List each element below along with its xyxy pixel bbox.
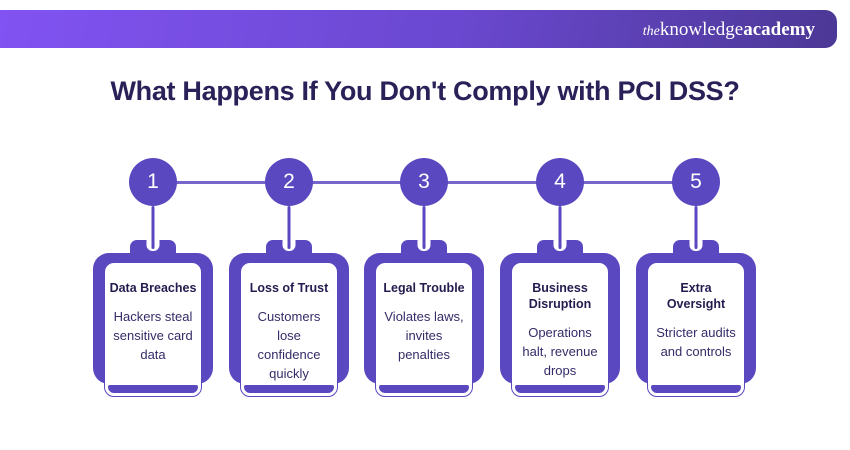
paper-bottom-bar xyxy=(379,385,469,393)
card-description: Hackers steal sensitive card data xyxy=(113,309,193,362)
paper-bottom-bar xyxy=(651,385,741,393)
stem-line xyxy=(422,206,426,249)
stem-line xyxy=(287,206,291,249)
paper-bottom-bar xyxy=(244,385,334,393)
step-number-circle: 2 xyxy=(265,158,313,206)
clipboard-paper: Data Breaches Hackers steal sensitive ca… xyxy=(104,262,202,397)
step-item-loss-of-trust: 2 Loss of Trust Customers lose confidenc… xyxy=(221,158,357,408)
step-item-business-disruption: 4 Business Disruption Operations halt, r… xyxy=(492,158,628,408)
logo-academy: academy xyxy=(743,18,815,40)
clipboard-paper: Loss of Trust Customers lose confidence … xyxy=(240,262,338,397)
card-description: Violates laws, invites penalties xyxy=(384,309,464,362)
paper-bottom-bar xyxy=(108,385,198,393)
step-item-legal-trouble: 3 Legal Trouble Violates laws, invites p… xyxy=(356,158,492,408)
card-title: Loss of Trust xyxy=(249,281,329,295)
stem-line xyxy=(151,206,155,249)
paper-bottom-bar xyxy=(515,385,605,393)
step-number-circle: 4 xyxy=(536,158,584,206)
clipboard-paper: Legal Trouble Violates laws, invites pen… xyxy=(375,262,473,397)
logo-the: the xyxy=(642,23,660,39)
card-title: Business Disruption xyxy=(528,281,592,311)
brand-logo: theknowledgeacademy xyxy=(643,20,815,39)
card-description: Operations halt, revenue drops xyxy=(522,325,598,378)
card-title: Data Breaches xyxy=(109,281,197,295)
step-item-extra-oversight: 5 Extra Oversight Stricter audits and co… xyxy=(628,158,764,408)
header-bar: theknowledgeacademy xyxy=(0,10,837,48)
clipboard-paper: Business Disruption Operations halt, rev… xyxy=(511,262,609,397)
card-description: Customers lose confidence quickly xyxy=(257,309,321,381)
step-number-circle: 3 xyxy=(400,158,448,206)
card-title: Extra Oversight xyxy=(666,281,726,311)
step-item-data-breaches: 1 Data Breaches Hackers steal sensitive … xyxy=(85,158,221,408)
clipboard-paper: Extra Oversight Stricter audits and cont… xyxy=(647,262,745,397)
stem-line xyxy=(558,206,562,249)
step-number-circle: 5 xyxy=(672,158,720,206)
card-description: Stricter audits and controls xyxy=(656,325,736,359)
card-title: Legal Trouble xyxy=(383,281,465,295)
page-title: What Happens If You Don't Comply with PC… xyxy=(110,76,740,106)
logo-knowledge: knowledge xyxy=(659,18,744,40)
stem-line xyxy=(694,206,698,249)
step-number-circle: 1 xyxy=(129,158,177,206)
